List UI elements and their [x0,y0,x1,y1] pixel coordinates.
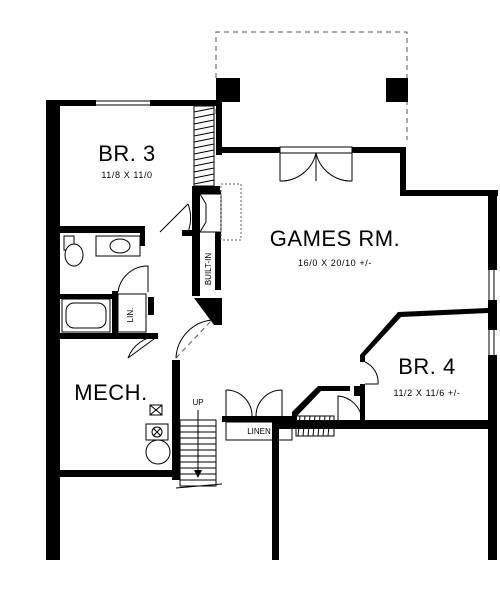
games-room-name: GAMES RM. [270,226,400,251]
br4-door-upper [364,361,379,385]
br4-door [337,395,363,421]
interior-walls [60,186,488,480]
linen-label: LINEN [247,427,271,436]
fireplace [199,183,242,241]
lin-label: LIN. [126,308,135,323]
vanity-sink [95,235,141,257]
stair-hatch-upper [193,105,215,187]
built-in-label: BUILT-IN [204,253,213,286]
br3-door [159,203,192,237]
window-right-lower [488,330,495,355]
br3-name: BR. 3 [98,141,156,166]
br3-size: 11/8 X 11/0 [101,170,152,180]
floor-drain [149,404,163,416]
toilet [63,235,84,267]
stair-hatch-lower [295,415,335,437]
window-br3 [96,100,150,106]
br4-size: 11/2 X 11/6 +/- [394,388,461,398]
hall-angled-door [175,319,213,359]
window-right-upper [488,270,495,300]
up-label: UP [192,398,203,407]
exterior-walls [46,100,498,560]
mech-door [127,335,159,359]
linen-double-door [225,389,283,417]
bath-door [117,265,149,293]
covered-patio-outline [215,31,408,140]
mech-name: MECH. [74,380,147,405]
linen-closet-lin [117,293,147,333]
furnace [145,423,169,441]
linen-closet [225,421,293,441]
main-stair [175,410,223,489]
patio-post-left [216,78,240,102]
games-room-size: 16/0 X 20/10 +/- [298,258,372,268]
br4-name: BR. 4 [398,354,456,379]
water-heater [145,439,171,465]
patio-post-right [386,78,408,102]
bathtub [61,298,111,333]
patio-french-doors [279,146,353,182]
